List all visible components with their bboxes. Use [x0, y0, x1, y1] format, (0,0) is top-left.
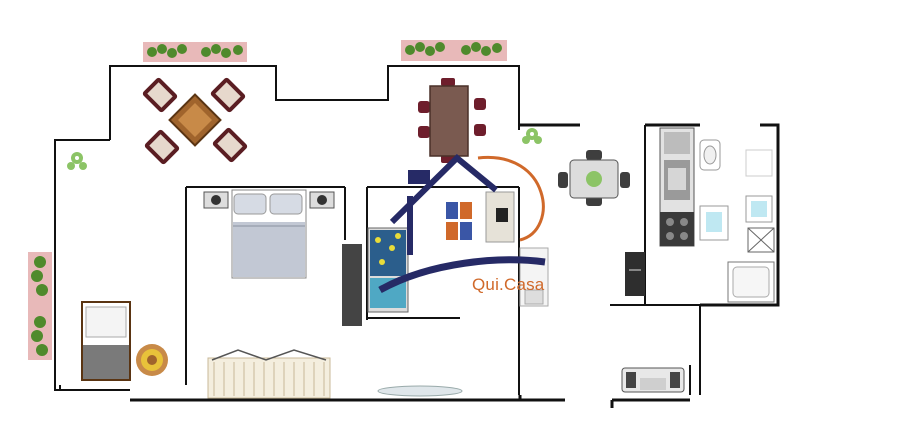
plant-planter-icon: [143, 42, 247, 62]
flower-icon: [136, 344, 168, 376]
double-bed-icon: [203, 189, 335, 279]
walls: [54, 65, 780, 395]
flower-icon: [67, 152, 87, 170]
dining-table-icon: [558, 150, 630, 206]
dining-table-icon: [418, 78, 486, 163]
bottom-wall: [130, 365, 691, 408]
shower-icon: [747, 227, 775, 253]
logo: [378, 153, 546, 294]
single-bed-icon: [81, 301, 131, 381]
appliance-icon: [625, 252, 645, 296]
sofa-set-icon: [142, 77, 248, 165]
wardrobe-icon: [207, 349, 331, 399]
sink-icon: [699, 205, 729, 241]
bathtub-icon: [727, 261, 775, 303]
desk-icon: [485, 191, 515, 243]
stove-icon: [660, 212, 694, 246]
toilet-icon: [745, 149, 773, 177]
logo-roof-icon: [389, 153, 498, 225]
logo-swoosh-icon: [378, 256, 546, 294]
bunk-bed-icon: [367, 227, 409, 313]
sink-icon: [745, 195, 773, 223]
sink-icon: [699, 139, 721, 171]
plant-planter-icon: [401, 40, 507, 61]
flower-icon: [522, 128, 542, 144]
logo-text: Qui.Casa: [472, 275, 545, 294]
window-pane: [377, 385, 463, 397]
logo-swoosh-icon: [477, 156, 545, 242]
couch-icon: [621, 367, 685, 393]
cabinet-icon: [342, 244, 362, 326]
plant-planter-icon: [28, 252, 52, 360]
